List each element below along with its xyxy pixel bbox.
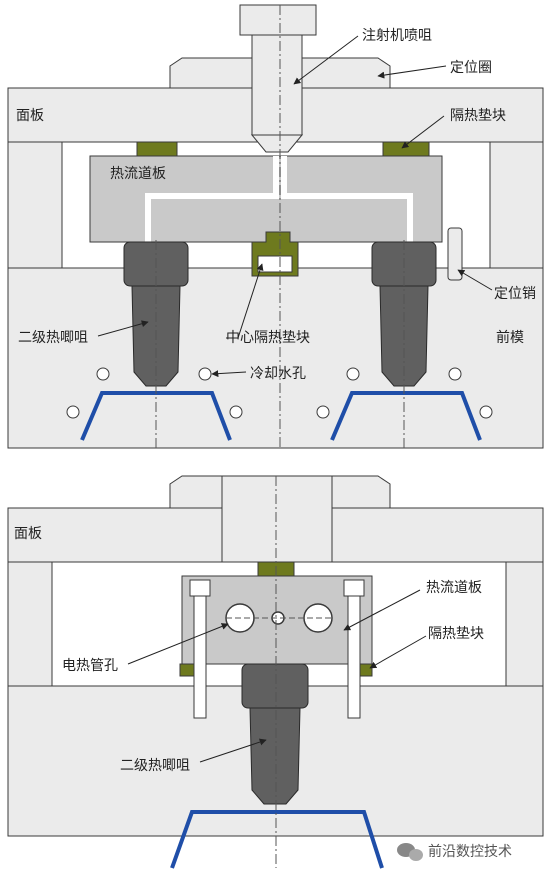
locating-pin xyxy=(447,227,463,281)
insulation-pad xyxy=(382,141,430,157)
leader-cooling-hole xyxy=(211,370,247,378)
label-front-mold: 前模 xyxy=(496,329,524,346)
top-section: 注射机喷咀 定位圈 面板 隔热垫块 热流道板 定位销 二级热唧咀 中心隔热垫块 … xyxy=(7,4,544,449)
leader-manifold-bottom xyxy=(343,589,421,631)
leader-nozzle xyxy=(293,35,359,85)
label-top-plate: 面板 xyxy=(16,108,44,124)
label-heater-hole: 电热管孔 xyxy=(62,658,118,674)
molded-part-left xyxy=(80,391,232,441)
cooling-holes xyxy=(66,367,493,419)
label-center-insulator: 中心隔热垫块 xyxy=(226,330,310,346)
label-manifold-bottom: 热流道板 xyxy=(426,580,482,596)
bolts xyxy=(189,579,365,719)
label-top-plate-bottom: 面板 xyxy=(14,526,42,542)
leader-locating-pin xyxy=(457,269,493,291)
leader-heater-hole xyxy=(127,623,229,665)
leader-insulation-pad xyxy=(401,115,445,149)
watermark-text: 前沿数控技术 xyxy=(428,843,512,860)
label-locating-pin: 定位销 xyxy=(494,286,536,302)
label-locating-ring: 定位圈 xyxy=(450,60,492,76)
label-insulation-pad-bottom: 隔热垫块 xyxy=(428,626,484,642)
leader-secondary-nozzle-bottom xyxy=(199,738,267,763)
label-cooling-hole: 冷却水孔 xyxy=(250,366,306,382)
bottom-section: 面板 热流道板 隔热垫块 电热管孔 二级热唧咀 xyxy=(7,475,544,869)
molded-part-bottom xyxy=(170,810,384,869)
insulation-pad xyxy=(136,141,178,157)
secondary-nozzle-bottom xyxy=(241,663,309,805)
molded-part-right xyxy=(330,391,482,441)
leader-locating-ring xyxy=(377,65,447,79)
leader-center-insulator xyxy=(226,263,264,339)
front-mold-plate xyxy=(7,267,544,449)
wechat-icon xyxy=(397,843,423,861)
label-secondary-nozzle: 二级热唧咀 xyxy=(18,330,88,346)
label-secondary-nozzle-bottom: 二级热唧咀 xyxy=(120,758,190,774)
label-nozzle: 注射机喷咀 xyxy=(362,28,432,44)
injection-nozzle xyxy=(239,4,317,153)
leader-secondary-nozzle xyxy=(97,320,149,337)
label-manifold: 热流道板 xyxy=(110,166,166,182)
leader-insulation-pad-bottom xyxy=(369,635,427,669)
runner-channel xyxy=(145,156,413,250)
label-insulation-pad: 隔热垫块 xyxy=(450,108,506,124)
center-insulator xyxy=(251,231,299,277)
watermark: 前沿数控技术 xyxy=(397,843,512,861)
